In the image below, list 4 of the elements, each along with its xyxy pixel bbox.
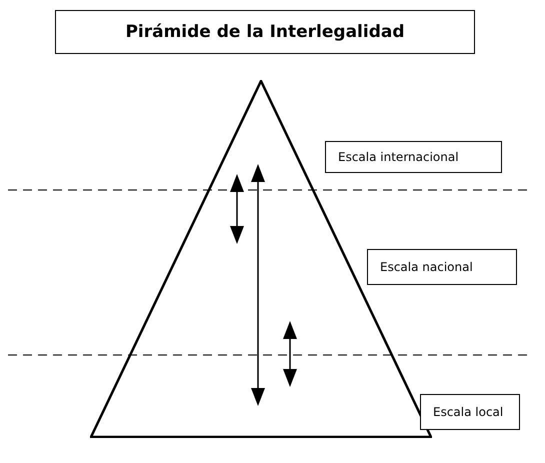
scale-label-box: Escala nacional: [367, 249, 517, 285]
scale-label-box: Escala local: [420, 394, 520, 430]
scale-label-box: Escala internacional: [325, 141, 502, 173]
title-box: Pirámide de la Interlegalidad: [55, 10, 475, 54]
